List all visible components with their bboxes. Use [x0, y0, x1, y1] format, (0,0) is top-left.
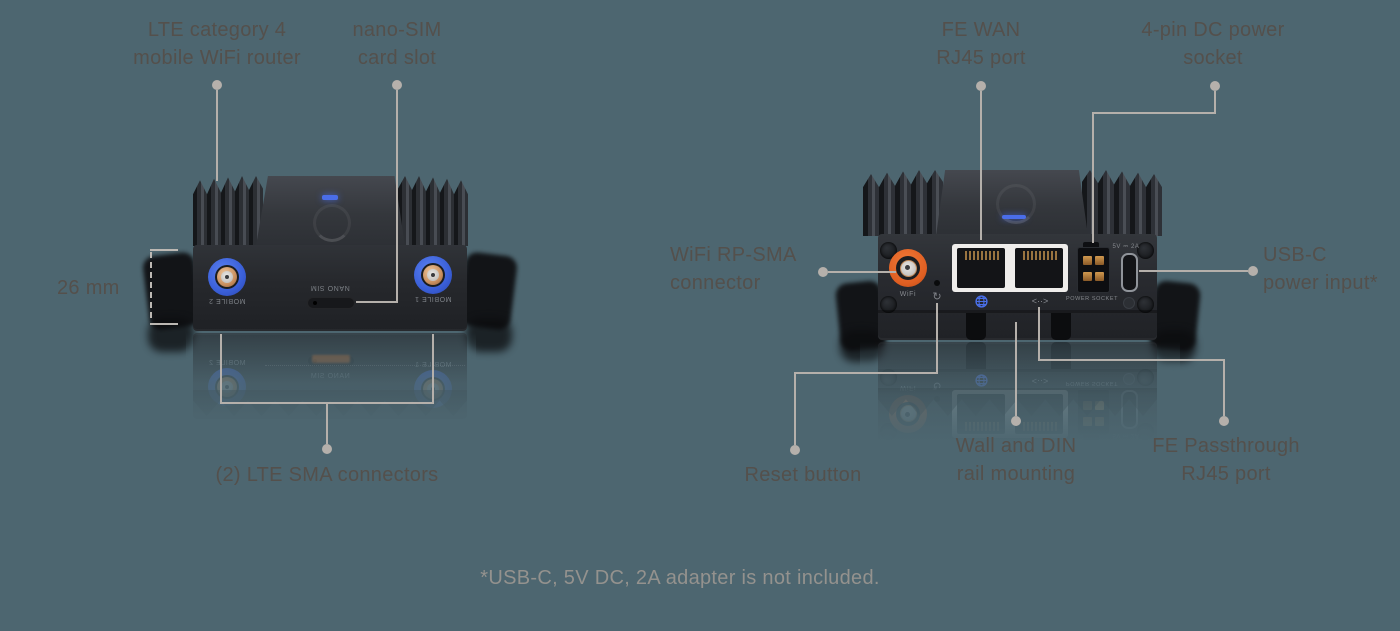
dimension-bracket-26mm — [150, 249, 178, 325]
callout-line: FE Passthrough — [1152, 435, 1300, 457]
leader-nano-sim — [356, 80, 402, 303]
leader-usb-c — [1139, 266, 1258, 276]
panel-groove — [878, 310, 1157, 313]
callout-line: nano-SIM — [352, 19, 442, 41]
port-label-wifi: WiFi — [899, 291, 917, 298]
nano-sim-slot — [307, 297, 355, 309]
callout-usb-c: USB-C power input* — [1263, 241, 1378, 297]
screw — [1137, 296, 1154, 313]
callout-wifi-rpsma: WiFi RP-SMA connector — [670, 241, 797, 297]
callout-reset: Reset button — [744, 464, 862, 486]
globe-wan-icon — [975, 295, 988, 308]
screw — [880, 296, 897, 313]
callout-line: WiFi RP-SMA — [670, 244, 797, 266]
brand-logo-icon — [996, 184, 1036, 224]
socket-pin — [1083, 256, 1092, 265]
port-label-usb-rating: 5V ⎓ 2A — [1112, 244, 1140, 250]
callout-line: Wall and DIN — [955, 435, 1077, 457]
sma-pin — [225, 275, 229, 279]
rj45-passthrough-port — [1015, 248, 1063, 288]
callout-line: FE WAN — [941, 19, 1021, 41]
callout-lte-sma: (2) LTE SMA connectors — [215, 464, 439, 486]
callout-line: LTE category 4 — [147, 19, 287, 41]
socket-pin — [1095, 256, 1104, 265]
callout-line: connector — [670, 272, 761, 294]
callout-line: mobile WiFi router — [133, 47, 301, 69]
right-device-top-surface — [936, 170, 1088, 236]
sma-connector-mobile1 — [414, 256, 452, 294]
sma-pin — [905, 265, 910, 270]
callout-lte-router: LTE category 4 mobile WiFi router — [133, 16, 301, 72]
socket-pin — [1095, 272, 1104, 281]
din-rail-hook — [1051, 313, 1071, 340]
rj45-wan-port — [957, 248, 1005, 288]
leader-wall-din — [1011, 322, 1021, 426]
callout-line: RJ45 port — [936, 47, 1026, 69]
callout-line: power input* — [1263, 272, 1378, 294]
sim-eject-hole — [313, 301, 317, 305]
right-device-front-panel: WiFi ↻ <··> POWER SOCKET 5V ⎓ 2A — [878, 234, 1157, 340]
din-rail-hook — [966, 313, 986, 340]
left-device-reflection-fade — [186, 333, 476, 437]
callout-line: socket — [1183, 47, 1243, 69]
screw — [1137, 242, 1154, 259]
callout-dc-power: 4-pin DC power socket — [1141, 16, 1284, 72]
callout-line: 4-pin DC power — [1141, 19, 1285, 41]
left-device-rear-panel: MOBILE 2 MOBILE 1 NANO SIM — [193, 245, 467, 331]
dc-power-socket — [1077, 247, 1110, 293]
rj45-pins — [1021, 251, 1057, 260]
socket-pin — [1083, 272, 1092, 281]
callout-dimension: 26 mm — [57, 277, 120, 299]
usb-c-port — [1121, 253, 1138, 292]
callout-line: RJ45 port — [1181, 463, 1271, 485]
power-socket-latch — [1083, 242, 1099, 250]
leader-fe-wan — [976, 81, 986, 240]
left-device-top-surface — [256, 176, 405, 246]
brand-logo-icon — [313, 204, 351, 242]
leader-lte-router — [212, 80, 222, 181]
footnote: *USB-C, 5V DC, 2A adapter is not include… — [480, 567, 880, 589]
callout-line: rail mounting — [956, 463, 1076, 485]
port-label-power-socket: POWER SOCKET — [1065, 296, 1119, 302]
callout-nano-sim: nano-SIM card slot — [352, 16, 441, 72]
mini-screw — [1123, 297, 1135, 309]
leader-reset — [790, 303, 938, 455]
sma-pin — [431, 273, 435, 277]
callout-fe-wan: FE WAN RJ45 port — [936, 16, 1025, 72]
rj45-pins — [963, 251, 999, 260]
callout-line: USB-C — [1263, 244, 1327, 266]
sma-connector-mobile2 — [208, 258, 246, 296]
callout-wall-din: Wall and DIN rail mounting — [956, 432, 1077, 488]
status-led — [322, 195, 338, 200]
leader-fe-passthrough — [1038, 307, 1229, 426]
passthrough-icon: <··> — [1031, 296, 1049, 306]
callout-line: card slot — [357, 47, 437, 69]
rj45-bezel — [952, 244, 1068, 292]
status-led — [1002, 215, 1026, 219]
callout-fe-passthrough: FE Passthrough RJ45 port — [1152, 432, 1300, 488]
wifi-rpsma-connector — [889, 249, 927, 287]
leader-lte-sma-bracket — [220, 334, 434, 454]
reset-pinhole — [934, 280, 940, 286]
leader-dc-power — [1092, 81, 1220, 243]
leader-wifi-rpsma — [818, 267, 896, 277]
reset-icon: ↻ — [932, 291, 942, 303]
